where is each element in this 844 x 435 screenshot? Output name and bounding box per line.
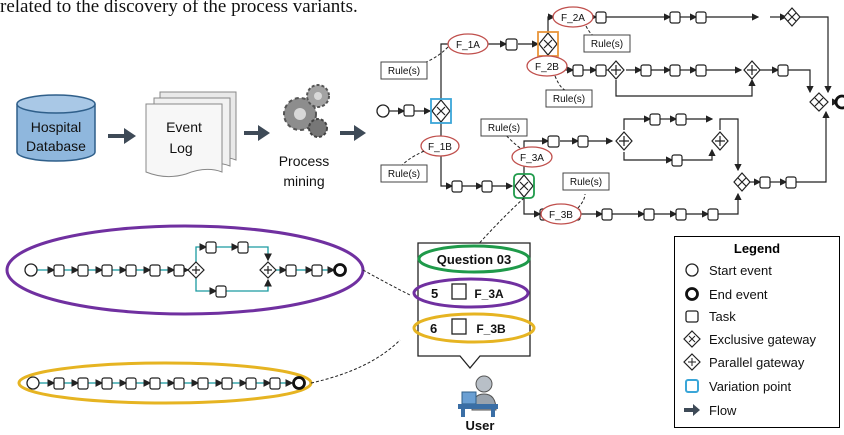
flow-arrow-1 bbox=[108, 128, 136, 144]
parallel-gateway-icon bbox=[743, 60, 761, 80]
fragment-f3b-ellipse bbox=[540, 203, 582, 225]
option-2-number: 6 bbox=[430, 321, 437, 336]
exclusive-gateway-icon bbox=[431, 99, 451, 123]
process-mining-label-1: Process bbox=[279, 153, 330, 169]
caption: related to the discovery of the process … bbox=[0, 0, 358, 17]
option-1-number: 5 bbox=[431, 286, 438, 301]
fragment-f2a: F_2A bbox=[561, 13, 585, 24]
legend-item-exclusive: Exclusive gateway bbox=[683, 330, 816, 348]
parallel-gateway-icon bbox=[711, 131, 729, 151]
user-icon bbox=[458, 375, 498, 417]
option-2-label: F_3B bbox=[476, 322, 506, 336]
question-title: Question 03 bbox=[437, 252, 511, 267]
legend-item-parallel: Parallel gateway bbox=[683, 353, 804, 371]
fragment-f3a: F_3A bbox=[520, 153, 544, 164]
legend: Legend Start event End event Task Exclus… bbox=[674, 236, 840, 428]
legend-item-flow: Flow bbox=[683, 401, 736, 419]
fragment-f2a-ellipse bbox=[552, 6, 594, 28]
rule-label: Rule(s) bbox=[388, 169, 420, 180]
parallel-gateway-icon bbox=[607, 60, 625, 80]
process-mining-label-2: mining bbox=[283, 173, 324, 189]
rule-label: Rule(s) bbox=[591, 39, 623, 50]
hospital-db-label-1: Hospital bbox=[31, 119, 82, 135]
variation-point-icon bbox=[683, 377, 701, 395]
legend-item-start: Start event bbox=[683, 261, 772, 279]
fragment-f1a: F_1A bbox=[456, 40, 480, 51]
hospital-database-icon bbox=[16, 94, 96, 162]
fragment-f3a-ellipse bbox=[511, 146, 553, 168]
rule-label: Rule(s) bbox=[388, 66, 420, 77]
parallel-gateway-icon bbox=[683, 353, 701, 371]
gears-icon bbox=[283, 84, 330, 138]
exclusive-gateway-icon bbox=[809, 92, 829, 112]
task-icon bbox=[683, 307, 701, 325]
legend-title: Legend bbox=[733, 241, 781, 256]
fragment-f1b-ellipse bbox=[420, 135, 460, 157]
exclusive-gateway-icon bbox=[538, 32, 558, 56]
parallel-gateway-icon bbox=[615, 131, 633, 151]
hospital-db-label-2: Database bbox=[26, 138, 86, 154]
event-log-label-1: Event bbox=[166, 119, 202, 135]
exclusive-gateway-icon bbox=[783, 7, 801, 27]
fragment-f2b-ellipse bbox=[526, 55, 568, 77]
option-1-checkbox[interactable] bbox=[451, 283, 467, 300]
option-2-checkbox[interactable] bbox=[451, 318, 467, 335]
exclusive-gateway-icon bbox=[514, 174, 534, 198]
legend-item-variation: Variation point bbox=[683, 377, 791, 395]
event-log-label-2: Log bbox=[169, 140, 192, 156]
exclusive-gateway-icon bbox=[733, 172, 751, 192]
fragment-f1b: F_1B bbox=[428, 142, 452, 153]
legend-item-task: Task bbox=[683, 307, 736, 325]
fragment-f2b: F_2B bbox=[535, 62, 559, 73]
flow-arrow-2 bbox=[244, 125, 270, 141]
rule-label: Rule(s) bbox=[553, 94, 585, 105]
user-label: User bbox=[466, 418, 495, 433]
option-1-label: F_3A bbox=[474, 287, 504, 301]
end-event-icon bbox=[683, 285, 701, 303]
exclusive-gateway-icon bbox=[683, 330, 701, 348]
question-title-ellipse bbox=[417, 244, 531, 274]
flow-arrow-3 bbox=[340, 125, 366, 141]
rule-label: Rule(s) bbox=[488, 123, 520, 134]
legend-item-end: End event bbox=[683, 285, 768, 303]
rule-label: Rule(s) bbox=[570, 177, 602, 188]
flow-arrow-icon bbox=[683, 401, 701, 419]
fragment-f1a-ellipse bbox=[447, 33, 489, 55]
variation-point-icon bbox=[430, 98, 452, 124]
end-event-icon bbox=[834, 94, 844, 110]
fragment-f3b: F_3B bbox=[549, 210, 573, 221]
start-event-icon bbox=[376, 104, 390, 118]
start-event-icon bbox=[683, 261, 701, 279]
event-log-icon bbox=[145, 91, 237, 178]
